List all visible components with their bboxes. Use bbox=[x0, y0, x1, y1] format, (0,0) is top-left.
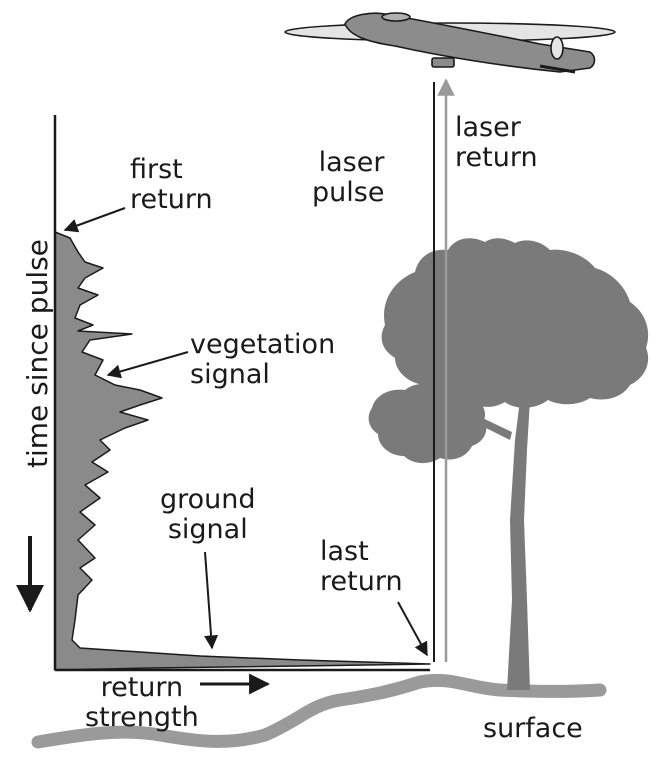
ground-signal-arrow bbox=[204, 551, 219, 650]
laser-pulse-label: laser pulse bbox=[312, 147, 385, 208]
waveform-signal bbox=[54, 231, 431, 671]
return-strength-label: return strength bbox=[85, 672, 199, 733]
time-since-pulse-label: time since pulse bbox=[21, 239, 54, 468]
ground-surface-line bbox=[31, 673, 607, 749]
vegetation-signal-arrow bbox=[106, 351, 189, 379]
laser-return-label: laser return bbox=[455, 112, 538, 173]
last-return-arrow bbox=[397, 601, 428, 657]
ground-signal-label: ground signal bbox=[160, 484, 256, 545]
first-return-label: first return bbox=[130, 154, 213, 215]
first-return-arrow bbox=[63, 207, 126, 233]
airplane-icon bbox=[284, 12, 616, 74]
tree-icon bbox=[368, 238, 649, 690]
last-return-label: last return bbox=[320, 536, 403, 597]
surface-label: surface bbox=[483, 713, 583, 744]
vegetation-signal-label: vegetation signal bbox=[190, 329, 336, 390]
